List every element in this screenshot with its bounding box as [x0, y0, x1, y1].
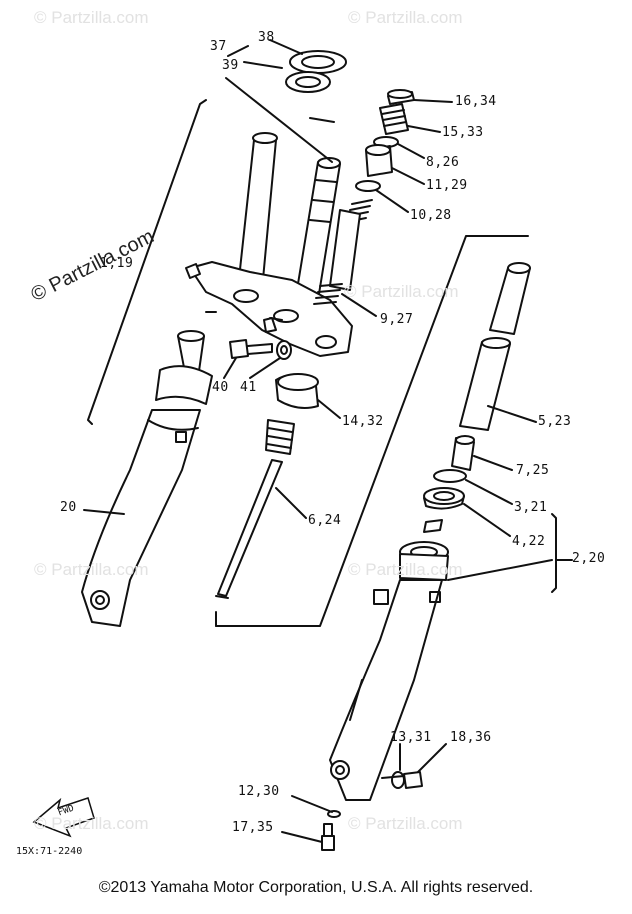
leader-7 — [473, 455, 513, 471]
leader-2 — [447, 559, 553, 581]
retainer-clip — [423, 519, 443, 533]
drain-bolt-17 — [321, 823, 335, 851]
callout-17-35: 17,35 — [232, 820, 274, 835]
leader-lines-top — [225, 39, 335, 163]
assembly-bracket-left — [87, 99, 207, 425]
leader-3 — [465, 479, 513, 505]
callout-8-26: 8,26 — [426, 155, 460, 170]
callout-5-23: 5,23 — [538, 414, 572, 429]
watermark: © Partzilla.com — [34, 560, 149, 579]
callout-15-33: 15,33 — [442, 125, 484, 140]
bracket-2-20 — [551, 513, 557, 593]
spring-9 — [313, 283, 343, 305]
callout-1-19: 1,19 — [100, 256, 134, 271]
callout-14-32: 14,32 — [342, 414, 384, 429]
oil-seal-4 — [423, 487, 465, 510]
leader-13-18 — [399, 743, 447, 773]
fork-spring-tube — [329, 209, 361, 291]
left-fork-tube — [237, 132, 278, 291]
washer-3 — [433, 469, 467, 483]
diagram-code: 15X:71-2240 — [16, 846, 83, 857]
inner-tube-5 — [459, 262, 531, 431]
callout-9-27: 9,27 — [380, 312, 414, 327]
leader-5 — [487, 405, 537, 423]
callout-11-29: 11,29 — [426, 178, 468, 193]
callout-40: 40 — [212, 380, 229, 395]
watermark: © Partzilla.com — [344, 282, 459, 301]
leader-40-41 — [223, 357, 281, 379]
callout-16-34: 16,34 — [455, 94, 497, 109]
leader-lines-right — [341, 99, 453, 317]
callout-7-25: 7,25 — [516, 463, 550, 478]
cap-16 — [387, 89, 415, 105]
dust-seal-39 — [285, 71, 331, 93]
left-outer-tube — [81, 330, 213, 627]
watermark: © Partzilla.com — [34, 814, 149, 833]
callout-3-21: 3,21 — [514, 500, 548, 515]
callout-39: 39 — [222, 58, 239, 73]
callout-18-36: 18,36 — [450, 730, 492, 745]
assembly-bracket-right — [215, 235, 529, 627]
washer-13 — [391, 771, 405, 789]
callout-12-30: 12,30 — [238, 784, 280, 799]
copyright-notice: ©2013 Yamaha Motor Corporation, U.S.A. A… — [98, 879, 534, 896]
spring-upper — [345, 199, 373, 223]
callout-41: 41 — [240, 380, 257, 395]
lower-bracket — [185, 261, 353, 357]
spacer-11 — [365, 144, 393, 177]
washer-41 — [276, 340, 292, 360]
watermark: © Partzilla.com — [348, 814, 463, 833]
callout-2-20: 2,20 — [572, 551, 606, 566]
steering-stem — [295, 157, 341, 301]
callout-6-24: 6,24 — [308, 513, 342, 528]
oil-seal-38 — [289, 50, 347, 74]
seat-10 — [355, 180, 381, 192]
callout-10-28: 10,28 — [410, 208, 452, 223]
callout-20: 20 — [60, 500, 77, 515]
leader-14 — [317, 399, 341, 419]
bushing-7 — [451, 435, 475, 471]
callout-38: 38 — [258, 30, 275, 45]
leader-20 — [83, 509, 125, 515]
fwd-arrow-icon — [32, 797, 95, 838]
bolt-18 — [381, 771, 423, 789]
callout-4-22: 4,22 — [512, 534, 546, 549]
bolt-40 — [229, 339, 273, 359]
watermark: © Partzilla.com — [348, 560, 463, 579]
damper-rod-6 — [215, 419, 295, 599]
leader-6 — [275, 487, 307, 519]
right-outer-tube — [329, 541, 449, 801]
callout-13-31: 13,31 — [390, 730, 432, 745]
leader-12-17 — [281, 795, 333, 843]
watermark: © Partzilla.com — [34, 8, 149, 27]
leader-4 — [463, 503, 511, 537]
watermark: © Partzilla.com — [348, 8, 463, 27]
dust-cover-14 — [275, 373, 319, 409]
adjuster-15 — [379, 103, 409, 135]
callout-37: 37 — [210, 39, 227, 54]
